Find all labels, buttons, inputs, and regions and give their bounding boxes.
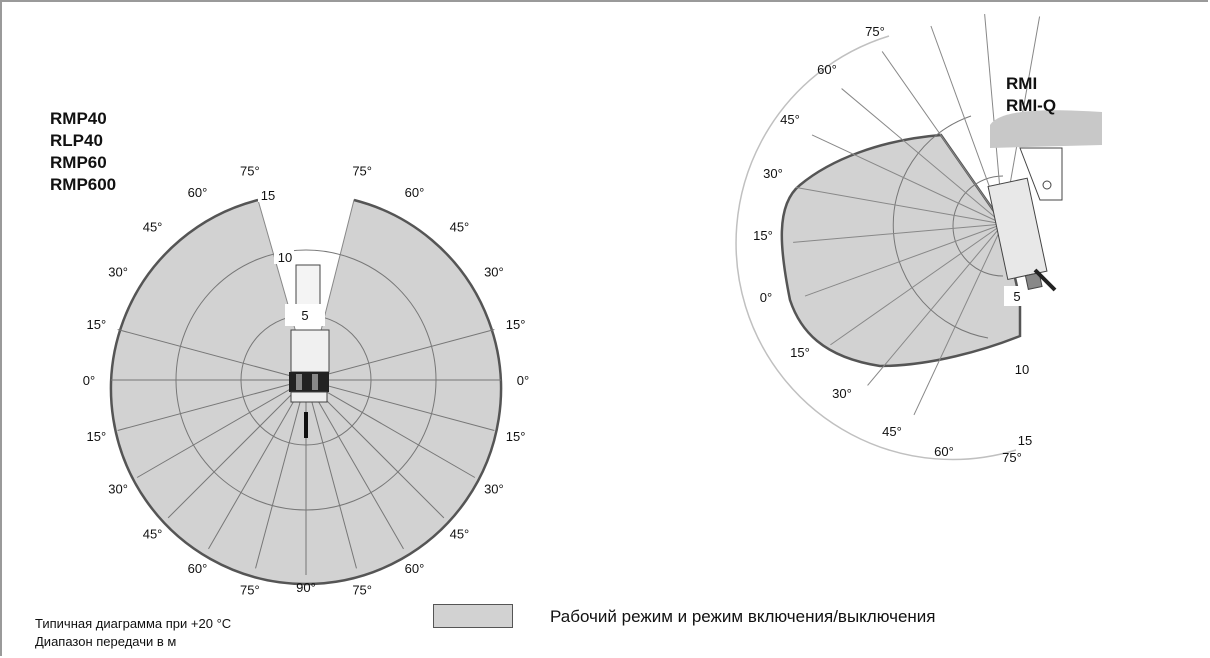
angle-label: 75° bbox=[1002, 450, 1022, 465]
probe-body-icon bbox=[289, 264, 330, 438]
right-model-list: RMI RMI-Q bbox=[1006, 73, 1056, 117]
footnote: Типичная диаграмма при +20 °C Диапазон п… bbox=[35, 615, 231, 651]
radial-line bbox=[811, 134, 1004, 225]
model-label: RMP60 bbox=[50, 153, 107, 172]
angle-label: 45° bbox=[143, 526, 163, 541]
radial-line bbox=[841, 88, 1004, 225]
radial-line bbox=[804, 223, 1004, 297]
radial-line bbox=[305, 379, 404, 550]
angle-label: 75° bbox=[352, 163, 372, 178]
radial-line bbox=[305, 379, 445, 519]
angle-label: 45° bbox=[882, 424, 902, 439]
angle-label: 75° bbox=[240, 163, 260, 178]
range-label: 15 bbox=[261, 188, 275, 203]
radial-line bbox=[167, 379, 307, 519]
left-radial-lines bbox=[111, 329, 501, 575]
range-label: 5 bbox=[301, 308, 308, 323]
angle-label: 45° bbox=[143, 220, 163, 235]
angle-label: 60° bbox=[188, 185, 208, 200]
angle-label: 15° bbox=[87, 429, 107, 444]
angle-label: 60° bbox=[817, 62, 837, 77]
angle-label: 30° bbox=[108, 482, 128, 497]
radial-line bbox=[913, 223, 1004, 416]
model-label: RMP40 bbox=[50, 109, 107, 128]
angle-label: 90° bbox=[296, 580, 316, 595]
angle-label: 30° bbox=[108, 265, 128, 280]
angle-label: 0° bbox=[517, 373, 529, 388]
angle-label: 75° bbox=[352, 583, 372, 598]
radial-line bbox=[305, 329, 495, 381]
radial-line bbox=[136, 379, 307, 478]
right-polar-diagram bbox=[735, 14, 1102, 461]
radial-line bbox=[208, 379, 307, 550]
legend-label: Рабочий режим и режим включения/выключен… bbox=[550, 607, 936, 626]
left-polar-diagram bbox=[109, 186, 503, 586]
right-coverage-area bbox=[780, 133, 1022, 368]
range-label: 10 bbox=[1015, 362, 1029, 377]
left-model-list: RMP40 RLP40 RMP60 RMP600 bbox=[50, 108, 116, 196]
radial-line bbox=[117, 379, 307, 431]
angle-label: 15° bbox=[790, 345, 810, 360]
right-ring-15 bbox=[735, 35, 1017, 461]
radial-line bbox=[793, 223, 1004, 243]
angle-label: 15° bbox=[87, 317, 107, 332]
angle-label: 0° bbox=[760, 290, 772, 305]
radial-line bbox=[795, 186, 1004, 225]
angle-label: 30° bbox=[484, 265, 504, 280]
angle-label: 60° bbox=[405, 561, 425, 576]
range-label: 10 bbox=[278, 250, 292, 265]
angle-label: 30° bbox=[763, 166, 783, 181]
angle-label: 75° bbox=[865, 24, 885, 39]
angle-label: 30° bbox=[832, 386, 852, 401]
radial-line bbox=[305, 379, 476, 478]
angle-label: 60° bbox=[934, 444, 954, 459]
radial-line bbox=[830, 223, 1004, 346]
radial-line bbox=[881, 51, 1004, 225]
angle-label: 0° bbox=[83, 373, 95, 388]
angle-label: 60° bbox=[188, 561, 208, 576]
model-label: RMI-Q bbox=[1006, 96, 1057, 115]
angle-label: 45° bbox=[450, 526, 470, 541]
model-label: RMI bbox=[1006, 74, 1038, 93]
radial-line bbox=[867, 223, 1004, 386]
angle-label: 15° bbox=[506, 429, 526, 444]
angle-label: 45° bbox=[450, 220, 470, 235]
spindle-icon bbox=[987, 110, 1102, 292]
angle-label: 30° bbox=[484, 482, 504, 497]
angle-label: 15° bbox=[753, 228, 773, 243]
left-coverage-outline bbox=[109, 198, 503, 586]
radial-line bbox=[305, 379, 495, 431]
angle-label: 45° bbox=[780, 112, 800, 127]
legend-swatch bbox=[433, 604, 513, 628]
footnote-line: Диапазон передачи в м bbox=[35, 634, 177, 649]
radial-line bbox=[117, 329, 307, 381]
radial-line bbox=[305, 379, 357, 569]
model-label: RLP40 bbox=[50, 131, 103, 150]
range-label: 15 bbox=[1018, 433, 1032, 448]
angle-label: 15° bbox=[506, 317, 526, 332]
range-label: 5 bbox=[1013, 289, 1020, 304]
angle-label: 60° bbox=[405, 185, 425, 200]
radial-line bbox=[255, 379, 307, 569]
model-label: RMP600 bbox=[50, 175, 117, 194]
angle-label: 75° bbox=[240, 583, 260, 598]
footnote-line: Типичная диаграмма при +20 °C bbox=[35, 616, 232, 631]
